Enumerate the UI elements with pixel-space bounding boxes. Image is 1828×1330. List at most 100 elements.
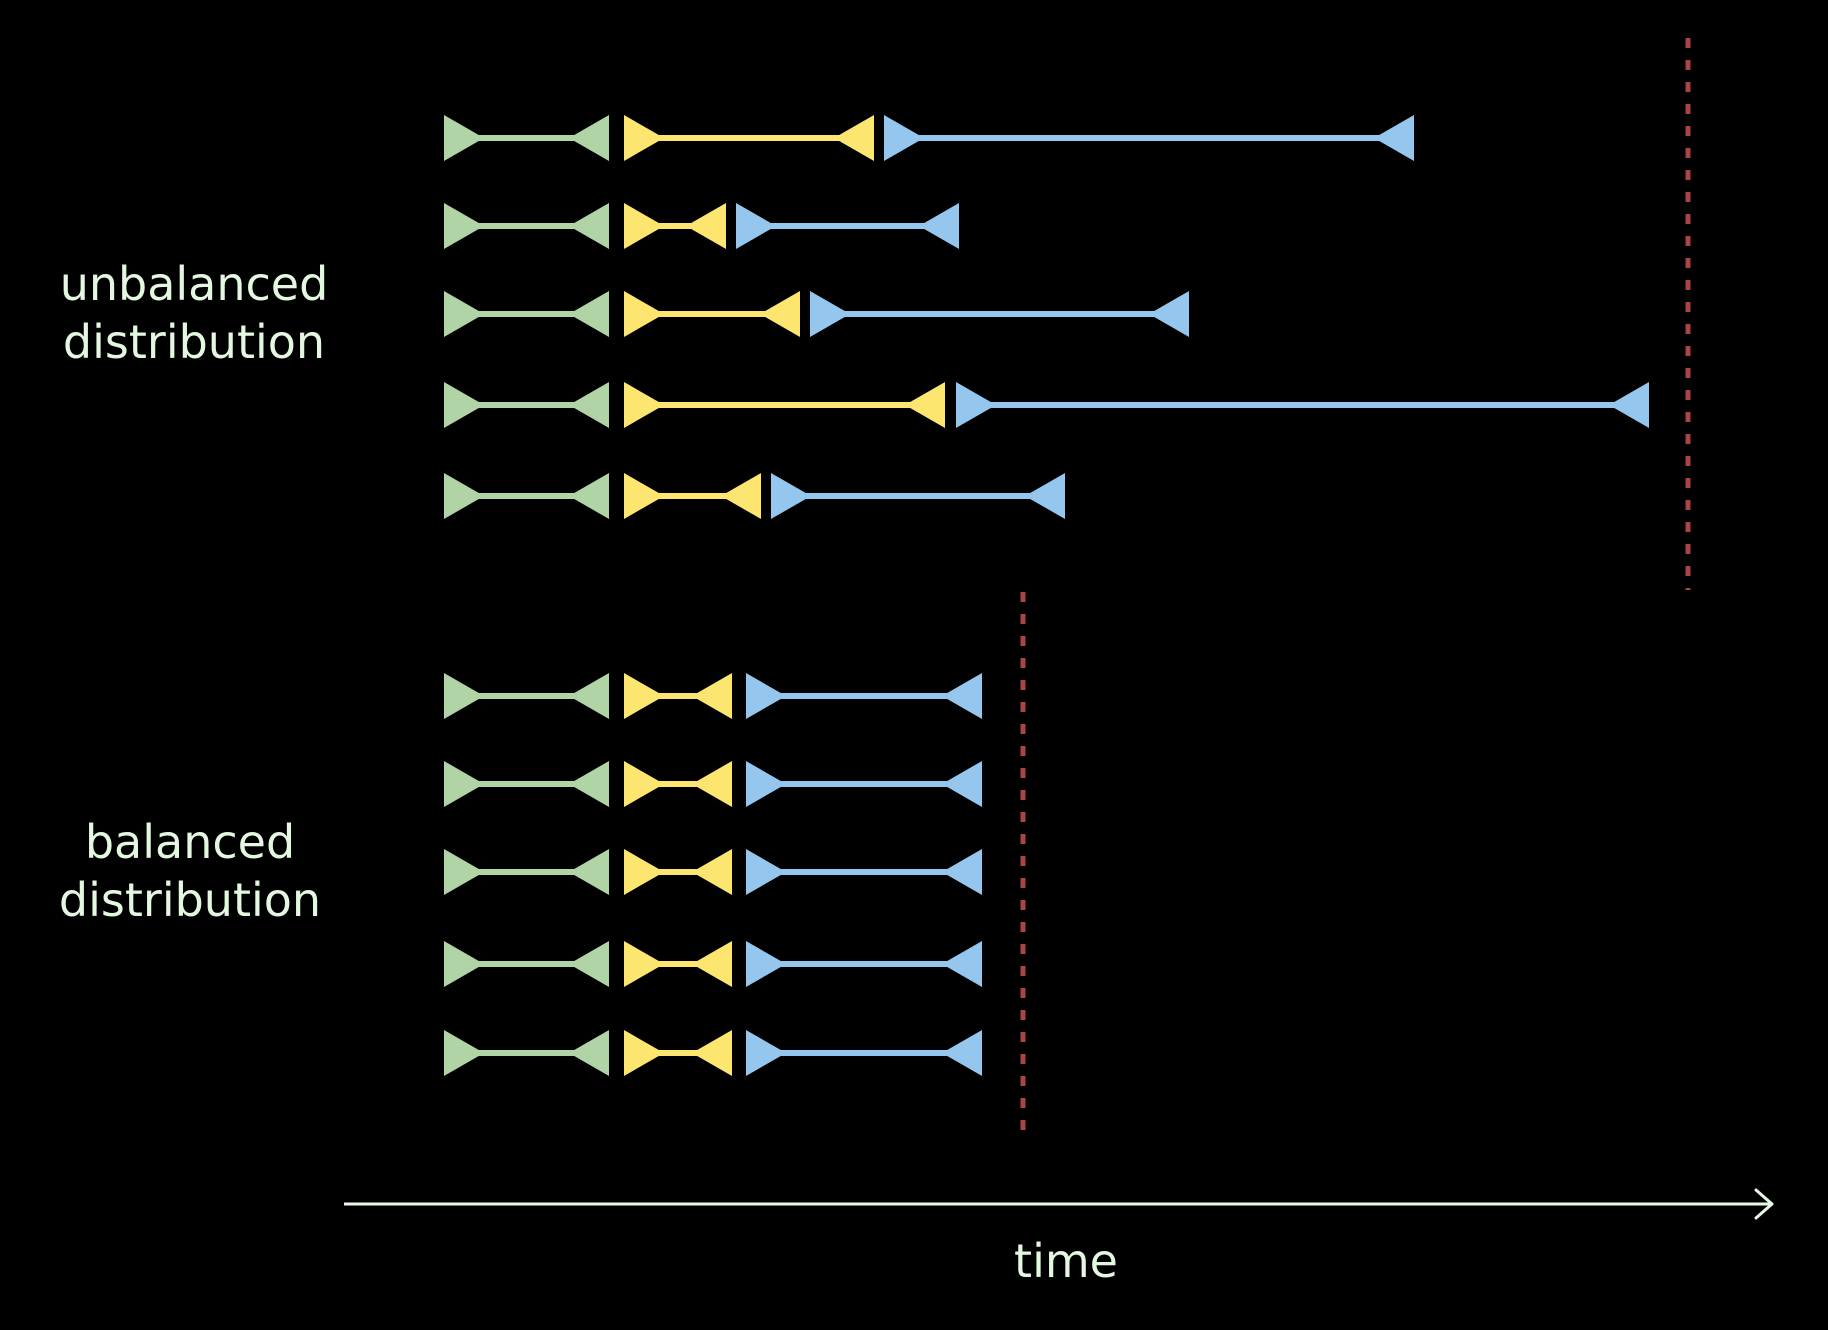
unbalanced-row-5-stage-3-segment [771, 473, 1065, 519]
unbalanced-row-3-stage-3-end-marker [1149, 291, 1189, 337]
unbalanced-row-2-stage-1-start-marker [444, 203, 484, 249]
unbalanced-row-2-stage-1-segment [444, 203, 609, 249]
balanced-row-5-stage-3-start-marker [746, 1030, 786, 1076]
balanced-row-2-stage-2-start-marker [624, 761, 664, 807]
balanced-row-1-stage-3-end-marker [942, 673, 982, 719]
unbalanced-row-1-stage-3-end-marker [1374, 115, 1414, 161]
balanced-row-4-stage-2-start-marker [624, 941, 664, 987]
unbalanced-row-5-stage-3-start-marker [771, 473, 811, 519]
time-axis-arrowhead [1754, 1188, 1774, 1220]
balanced-row-2-stage-1-segment [444, 761, 609, 807]
unbalanced-row-2-stage-1-end-marker [569, 203, 609, 249]
balanced-row-5-stage-3-segment [746, 1030, 982, 1076]
balanced-row-3-stage-2-start-marker [624, 849, 664, 895]
unbalanced-row-4-stage-1-end-marker [569, 382, 609, 428]
balanced-row-3-stage-2-end-marker [692, 849, 732, 895]
unbalanced-row-4-stage-3-segment [956, 382, 1649, 428]
balanced-row-5-stage-2-segment [624, 1030, 732, 1076]
unbalanced-row-3-stage-3-start-marker [810, 291, 850, 337]
balanced-row-4-stage-3-segment [746, 941, 982, 987]
balanced-row-1-stage-2-end-marker [692, 673, 732, 719]
unbalanced-row-3-stage-2-start-marker [624, 291, 664, 337]
balanced-row-3-stage-3-start-marker [746, 849, 786, 895]
unbalanced-label-line-1: unbalanced [60, 257, 329, 311]
unbalanced-row-3-stage-1-end-marker [569, 291, 609, 337]
unbalanced-row-5-stage-2-start-marker [624, 473, 664, 519]
balanced-row-3-stage-1-end-marker [569, 849, 609, 895]
unbalanced-row-4-stage-3-end-marker [1609, 382, 1649, 428]
balanced-row-5-stage-1-end-marker [569, 1030, 609, 1076]
time-axis-label: time [1014, 1234, 1118, 1288]
unbalanced-row-1-stage-1-start-marker [444, 115, 484, 161]
balanced-row-4-stage-3-start-marker [746, 941, 786, 987]
unbalanced-row-3-stage-3-segment [810, 291, 1189, 337]
unbalanced-row-2-stage-2-end-marker [686, 203, 726, 249]
balanced-row-4-stage-2-end-marker [692, 941, 732, 987]
balanced-row-2-stage-3-start-marker [746, 761, 786, 807]
unbalanced-row-4-stage-2-start-marker [624, 382, 664, 428]
unbalanced-row-5-stage-2-end-marker [721, 473, 761, 519]
balanced-row-1-stage-2-start-marker [624, 673, 664, 719]
balanced-row-3-stage-3-segment [746, 849, 982, 895]
unbalanced-row-5-stage-1-end-marker [569, 473, 609, 519]
balanced-row-5-stage-2-end-marker [692, 1030, 732, 1076]
balanced-row-2-stage-3-segment [746, 761, 982, 807]
unbalanced-row-3-stage-2-end-marker [760, 291, 800, 337]
unbalanced-row-2-stage-3-start-marker [736, 203, 776, 249]
unbalanced-row-2-stage-3-segment [736, 203, 959, 249]
unbalanced-row-4-stage-2-segment [624, 382, 945, 428]
unbalanced-row-3-stage-1-start-marker [444, 291, 484, 337]
balanced-row-1-stage-2-segment [624, 673, 732, 719]
unbalanced-row-2-stage-2-start-marker [624, 203, 664, 249]
balanced-row-4-stage-2-segment [624, 941, 732, 987]
unbalanced-row-3-stage-2-segment [624, 291, 800, 337]
unbalanced-row-3-stage-1-segment [444, 291, 609, 337]
balanced-row-2-stage-1-start-marker [444, 761, 484, 807]
balanced-row-1-stage-3-start-marker [746, 673, 786, 719]
balanced-label-line-1: balanced [85, 815, 295, 869]
balanced-row-5-stage-3-end-marker [942, 1030, 982, 1076]
balanced-row-1-stage-1-segment [444, 673, 609, 719]
balanced-row-3-stage-2-segment [624, 849, 732, 895]
unbalanced-label-line-2: distribution [63, 315, 325, 369]
balanced-row-1-stage-1-end-marker [569, 673, 609, 719]
unbalanced-row-1-stage-1-end-marker [569, 115, 609, 161]
balanced-row-2-stage-3-end-marker [942, 761, 982, 807]
balanced-row-4-stage-3-end-marker [942, 941, 982, 987]
unbalanced-row-5-stage-1-segment [444, 473, 609, 519]
unbalanced-row-1-stage-3-start-marker [884, 115, 924, 161]
unbalanced-row-4-stage-1-start-marker [444, 382, 484, 428]
completion-lines [1020, 38, 1691, 1142]
balanced-row-4-stage-1-start-marker [444, 941, 484, 987]
unbalanced-row-2-stage-3-end-marker [919, 203, 959, 249]
balanced-row-1-stage-1-start-marker [444, 673, 484, 719]
unbalanced-row-1-stage-2-end-marker [834, 115, 874, 161]
balanced-row-5-stage-2-start-marker [624, 1030, 664, 1076]
balanced-row-5-stage-1-start-marker [444, 1030, 484, 1076]
unbalanced-row-1-stage-2-segment [624, 115, 874, 161]
unbalanced-row-5-stage-1-start-marker [444, 473, 484, 519]
unbalanced-row-2-stage-2-segment [624, 203, 726, 249]
balanced-row-3-stage-3-end-marker [942, 849, 982, 895]
balanced-row-1-stage-3-segment [746, 673, 982, 719]
balanced-label-line-2: distribution [59, 873, 321, 927]
unbalanced-row-5-stage-2-segment [624, 473, 761, 519]
unbalanced-row-1-stage-3-segment [884, 115, 1414, 161]
balanced-row-2-stage-2-segment [624, 761, 732, 807]
unbalanced-row-4-stage-2-end-marker [905, 382, 945, 428]
balanced-row-4-stage-1-end-marker [569, 941, 609, 987]
balanced-row-3-stage-1-segment [444, 849, 609, 895]
balanced-row-5-stage-1-segment [444, 1030, 609, 1076]
unbalanced-row-1-stage-1-segment [444, 115, 609, 161]
unbalanced-row-5-stage-3-end-marker [1025, 473, 1065, 519]
task-bars [444, 115, 1649, 1076]
balanced-row-2-stage-1-end-marker [569, 761, 609, 807]
unbalanced-row-1-stage-2-start-marker [624, 115, 664, 161]
balanced-row-4-stage-1-segment [444, 941, 609, 987]
balanced-row-3-stage-1-start-marker [444, 849, 484, 895]
unbalanced-row-4-stage-1-segment [444, 382, 609, 428]
unbalanced-row-4-stage-3-start-marker [956, 382, 996, 428]
balanced-row-2-stage-2-end-marker [692, 761, 732, 807]
